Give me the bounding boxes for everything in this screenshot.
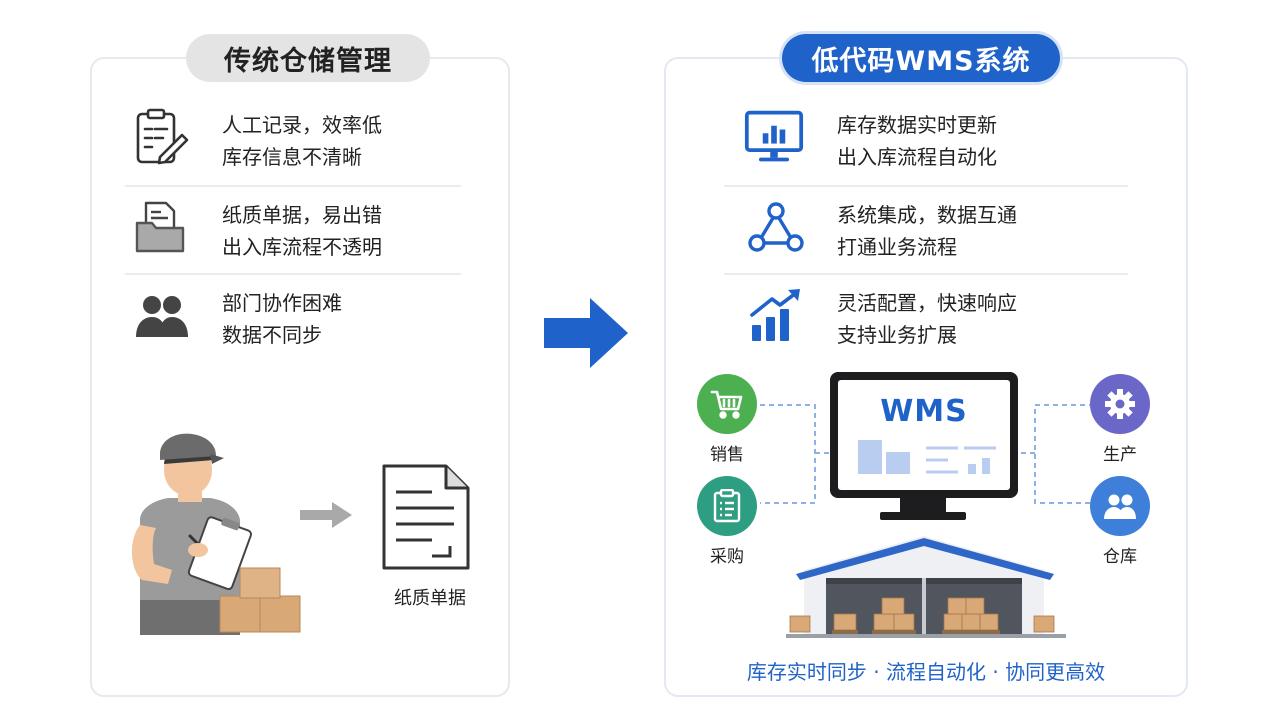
- monitor-base: [880, 512, 966, 520]
- warehouse-node: [1090, 476, 1150, 536]
- production-label: 生产: [1103, 445, 1137, 465]
- divider: [125, 273, 461, 275]
- sales-label: 销售: [710, 445, 744, 465]
- purchase-node: [697, 476, 757, 536]
- left-item-collaboration: 部门协作困难 数据不同步: [130, 283, 470, 347]
- monitor-chart-icon: [744, 107, 804, 167]
- right-item-realtime: 库存数据实时更新 出入库流程自动化: [744, 105, 1144, 169]
- left-item-text: 纸质单据，易出错 出入库流程不透明: [222, 203, 382, 259]
- gear-icon: [1105, 389, 1135, 419]
- big-arrow-right-icon: [544, 298, 628, 368]
- right-item-text: 灵活配置，快速响应 支持业务扩展: [837, 291, 1017, 347]
- right-item-integration: 系统集成，数据互通 打通业务流程: [744, 195, 1144, 259]
- clipboard-pencil-icon: [130, 107, 190, 167]
- network-nodes-icon: [746, 197, 806, 257]
- sales-node: [697, 374, 757, 434]
- wms-monitor: WMS: [830, 372, 1018, 498]
- warehouse-building-illustration: [786, 536, 1066, 638]
- divider: [724, 273, 1128, 275]
- worker-illustration: [131, 433, 301, 635]
- divider: [724, 185, 1128, 187]
- production-node: [1090, 374, 1150, 434]
- warehouse-label: 仓库: [1103, 547, 1137, 567]
- shopping-cart-icon: [710, 390, 743, 419]
- left-item-text: 部门协作困难 数据不同步: [222, 291, 342, 347]
- left-item-text: 人工记录，效率低 库存信息不清晰: [222, 113, 382, 169]
- arrow-right-icon: [300, 502, 352, 528]
- growth-chart-icon: [746, 285, 806, 345]
- right-item-flexible: 灵活配置，快速响应 支持业务扩展: [744, 283, 1144, 347]
- purchase-label: 采购: [710, 547, 744, 567]
- right-item-text: 库存数据实时更新 出入库流程自动化: [837, 113, 997, 169]
- connector-lines: [760, 404, 1130, 504]
- folder-document-icon: [130, 197, 190, 257]
- wms-screen: WMS: [838, 380, 1010, 490]
- wms-screen-title: WMS: [880, 394, 968, 429]
- monitor-stand: [900, 498, 946, 512]
- dashboard-bars-icon: [858, 440, 996, 474]
- wms-title: 低代码WMS系统: [782, 34, 1060, 82]
- team-icon: [1104, 494, 1136, 519]
- paper-document-label: 纸质单据: [394, 588, 466, 609]
- divider: [125, 185, 461, 187]
- users-icon: [132, 285, 192, 345]
- clipboard-list-icon: [713, 489, 741, 523]
- traditional-title: 传统仓储管理: [186, 34, 430, 82]
- left-item-manual-records: 人工记录，效率低 库存信息不清晰: [130, 105, 470, 169]
- right-item-text: 系统集成，数据互通 打通业务流程: [837, 203, 1017, 259]
- left-item-paper-docs: 纸质单据，易出错 出入库流程不透明: [130, 195, 470, 259]
- wms-benefits-footer: 库存实时同步 · 流程自动化 · 协同更高效: [746, 660, 1106, 684]
- paper-document-icon: [382, 464, 470, 570]
